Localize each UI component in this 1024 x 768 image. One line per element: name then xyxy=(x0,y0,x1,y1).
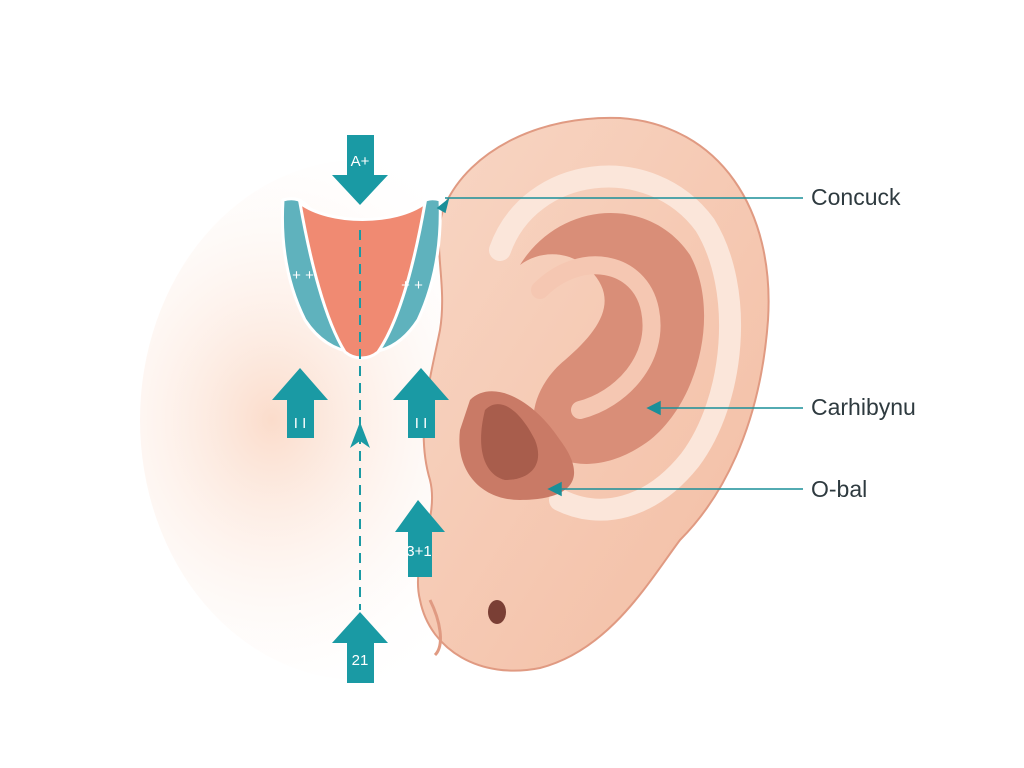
svg-text:I I: I I xyxy=(294,415,307,432)
label-concuck: Concuck xyxy=(811,184,901,210)
earlobe-hole xyxy=(488,600,506,624)
small-arrowhead xyxy=(350,422,370,448)
arrow-down-top: A+ xyxy=(332,135,388,205)
arrow-up-right: I I xyxy=(393,368,449,438)
svg-text:21: 21 xyxy=(352,652,369,669)
ear-illustration xyxy=(416,116,770,672)
arrow-up-left: I I xyxy=(272,368,328,438)
svg-text:A+: A+ xyxy=(351,153,370,170)
label-obal: O-bal xyxy=(811,476,868,502)
arrow-up-bottom: 21 xyxy=(332,612,388,683)
cartilage-left-mark: + + xyxy=(292,267,314,284)
cartilage-right-mark: + + xyxy=(401,277,423,294)
svg-text:I I: I I xyxy=(415,415,428,432)
svg-text:3+1: 3+1 xyxy=(406,543,431,560)
arrow-up-lobe: 3+1 xyxy=(395,500,445,577)
cartilage-graft: + + + + xyxy=(281,197,442,610)
label-carhibynu: Carhibynu xyxy=(811,394,916,420)
